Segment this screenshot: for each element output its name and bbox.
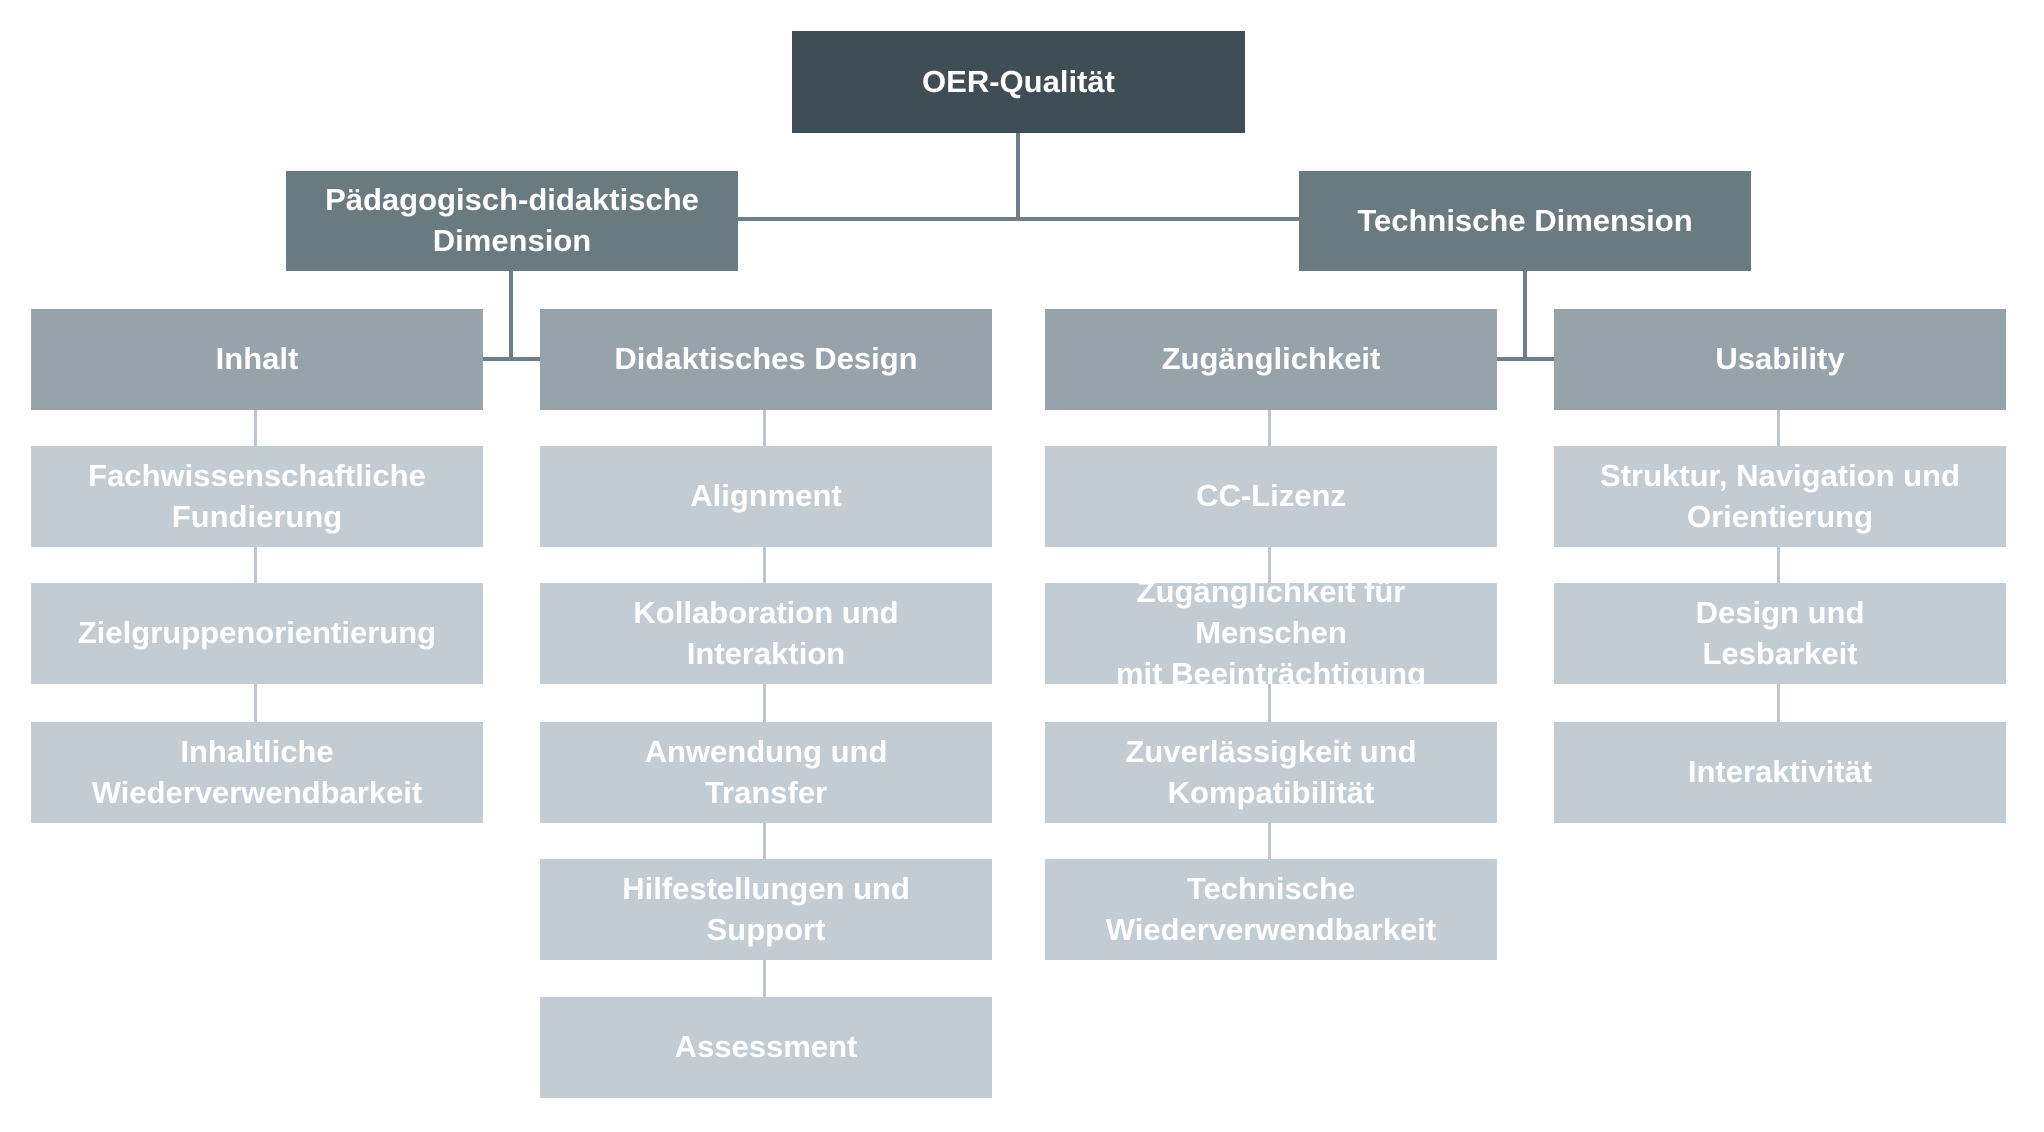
node-zugaenglichkeit-fuer-menschen: Zugänglichkeit für Menschen mit Beeinträ… (1045, 574, 1497, 691)
node-zuverlaessigkeit-und-kompatibilitaet: Zuverlässigkeit und Kompatibilität (1045, 722, 1497, 823)
node-inhalt: Inhalt (31, 309, 483, 410)
connector-col2-g2 (763, 684, 766, 722)
connector-col4-g1 (1777, 547, 1780, 583)
connector-col2-g3 (763, 823, 766, 859)
node-alignment: Alignment (540, 446, 992, 547)
connector-col3-g3 (1268, 823, 1271, 859)
node-technische-dimension: Technische Dimension (1299, 171, 1751, 271)
connector-col3-g1 (1268, 547, 1271, 583)
node-assessment: Assessment (540, 997, 992, 1098)
node-cc-lizenz: CC-Lizenz (1045, 446, 1497, 547)
node-usability: Usability (1554, 309, 2006, 410)
connector-col1-g1 (254, 547, 257, 583)
node-interaktivitaet: Interaktivität (1554, 722, 2006, 823)
connector-col4-g2 (1777, 684, 1780, 722)
node-oer-qualitaet: OER-Qualität (792, 31, 1245, 133)
node-zugaenglichkeit: Zugänglichkeit (1045, 309, 1497, 410)
connector-dim2-bar (1497, 357, 1554, 361)
connector-root-stub (1016, 133, 1020, 220)
node-paedagogisch-didaktische-dimension: Pädagogisch-didaktische Dimension (286, 171, 738, 271)
connector-root-bar (738, 217, 1299, 221)
connector-col3-g2 (1268, 684, 1271, 722)
node-zielgruppenorientierung: Zielgruppenorientierung (31, 583, 483, 684)
connector-col2-g1 (763, 547, 766, 583)
node-technische-wiederverwendbarkeit: Technische Wiederverwendbarkeit (1045, 859, 1497, 960)
node-inhaltliche-wiederverwendbarkeit: Inhaltliche Wiederverwendbarkeit (31, 722, 483, 823)
connector-col2-g4 (763, 960, 766, 997)
connector-col1-g2 (254, 684, 257, 722)
connector-dim1-bar (483, 357, 540, 361)
node-kollaboration-und-interaktion: Kollaboration und Interaktion (540, 583, 992, 684)
node-anwendung-und-transfer: Anwendung und Transfer (540, 722, 992, 823)
node-design-und-lesbarkeit: Design und Lesbarkeit (1554, 583, 2006, 684)
node-fachwissenschaftliche-fundierung: Fachwissenschaftliche Fundierung (31, 446, 483, 547)
node-struktur-navigation-orientierung: Struktur, Navigation und Orientierung (1554, 446, 2006, 547)
connector-dim2-stub (1523, 271, 1527, 361)
connector-col3-g0 (1268, 410, 1271, 446)
connector-col2-g0 (763, 410, 766, 446)
connector-col4-g0 (1777, 410, 1780, 446)
node-hilfestellungen-und-support: Hilfestellungen und Support (540, 859, 992, 960)
node-didaktisches-design: Didaktisches Design (540, 309, 992, 410)
connector-col1-g0 (254, 410, 257, 446)
connector-dim1-stub (509, 271, 513, 361)
